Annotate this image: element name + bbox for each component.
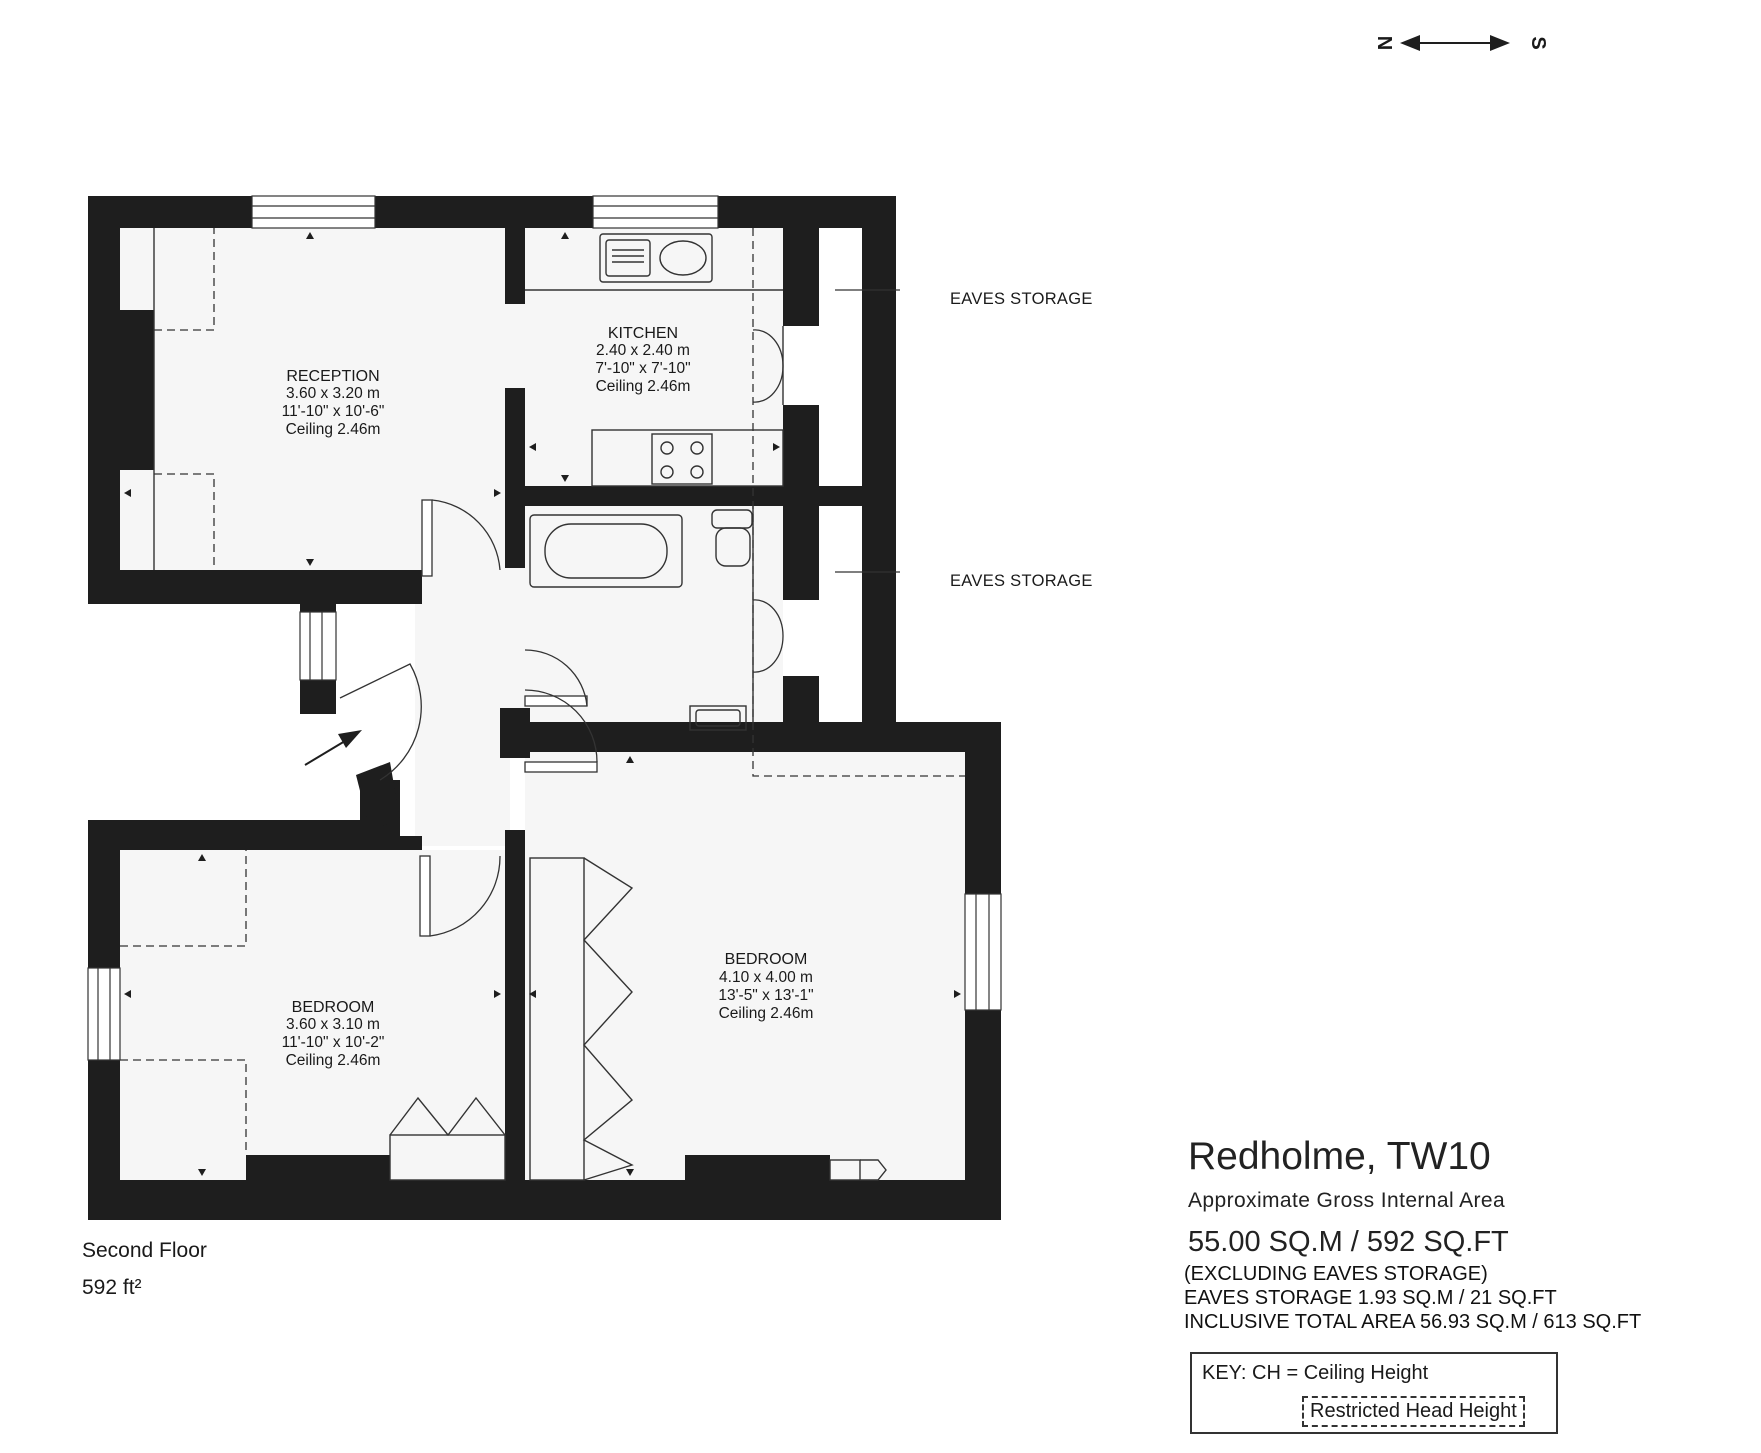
restricted-head-height-lines (120, 228, 965, 1155)
room-label-reception: RECEPTION 3.60 x 3.20 m 11'-10" x 10'-6"… (282, 368, 385, 438)
doors (339, 329, 784, 937)
key-ceiling-height: KEY: CH = Ceiling Height (1202, 1362, 1429, 1384)
walls (88, 196, 1001, 1220)
property-title: Redholme, TW10 (1188, 1135, 1491, 1178)
room-metric: 2.40 x 2.40 m (596, 342, 690, 359)
room-imperial: 7'-10" x 7'-10" (595, 360, 690, 377)
room-imperial: 11'-10" x 10'-6" (282, 403, 385, 420)
excluding-note: (EXCLUDING EAVES STORAGE) (1184, 1263, 1488, 1285)
room-name: BEDROOM (725, 951, 808, 968)
eaves-area: EAVES STORAGE 1.93 SQ.M / 21 SQ.FT (1184, 1287, 1557, 1309)
room-name: RECEPTION (286, 368, 379, 385)
floor-area: 592 ft² (82, 1276, 142, 1299)
room-name: KITCHEN (608, 325, 678, 342)
compass-north: N (1373, 36, 1395, 50)
fixtures (153, 228, 887, 1181)
key-restricted-head-height: Restricted Head Height (1302, 1396, 1525, 1427)
compass-south: S (1527, 36, 1549, 49)
room-ceiling: Ceiling 2.46m (286, 421, 381, 438)
room-label-bedroom-large: BEDROOM 4.10 x 4.00 m 13'-5" x 13'-1" Ce… (718, 951, 813, 1022)
room-label-bedroom-small: BEDROOM 3.60 x 3.10 m 11'-10" x 10'-2" C… (282, 999, 385, 1069)
room-imperial: 13'-5" x 13'-1" (718, 987, 813, 1004)
room-metric: 4.10 x 4.00 m (719, 969, 813, 986)
eaves-storage-label: EAVES STORAGE (950, 572, 1093, 590)
windows (87, 195, 1002, 1061)
legend-key: KEY: CH = Ceiling Height Restricted Head… (1190, 1352, 1558, 1434)
inclusive-area: INCLUSIVE TOTAL AREA 56.93 SQ.M / 613 SQ… (1184, 1311, 1642, 1333)
room-name: BEDROOM (292, 999, 375, 1016)
room-ceiling: Ceiling 2.46m (596, 378, 691, 395)
dimension-markers (124, 232, 961, 1176)
area-subtitle: Approximate Gross Internal Area (1188, 1189, 1506, 1212)
room-metric: 3.60 x 3.20 m (286, 385, 380, 402)
area-summary: Redholme, TW10 Approximate Gross Interna… (1184, 1130, 1641, 1334)
room-imperial: 11'-10" x 10'-2" (282, 1034, 385, 1051)
entrance-arrow-icon (304, 730, 362, 766)
room-label-kitchen: KITCHEN 2.40 x 2.40 m 7'-10" x 7'-10" Ce… (595, 325, 690, 395)
compass-arrow-icon: N S (1373, 35, 1549, 51)
floor-name: Second Floor (82, 1239, 207, 1262)
eaves-leader-lines (835, 289, 900, 573)
gross-area: 55.00 SQ.M / 592 SQ.FT (1188, 1226, 1509, 1258)
eaves-storage-label: EAVES STORAGE (950, 290, 1093, 308)
room-ceiling: Ceiling 2.46m (719, 1005, 814, 1022)
room-ceiling: Ceiling 2.46m (286, 1052, 381, 1069)
room-metric: 3.60 x 3.10 m (286, 1016, 380, 1033)
floor-info: Second Floor 592 ft² (82, 1232, 207, 1306)
